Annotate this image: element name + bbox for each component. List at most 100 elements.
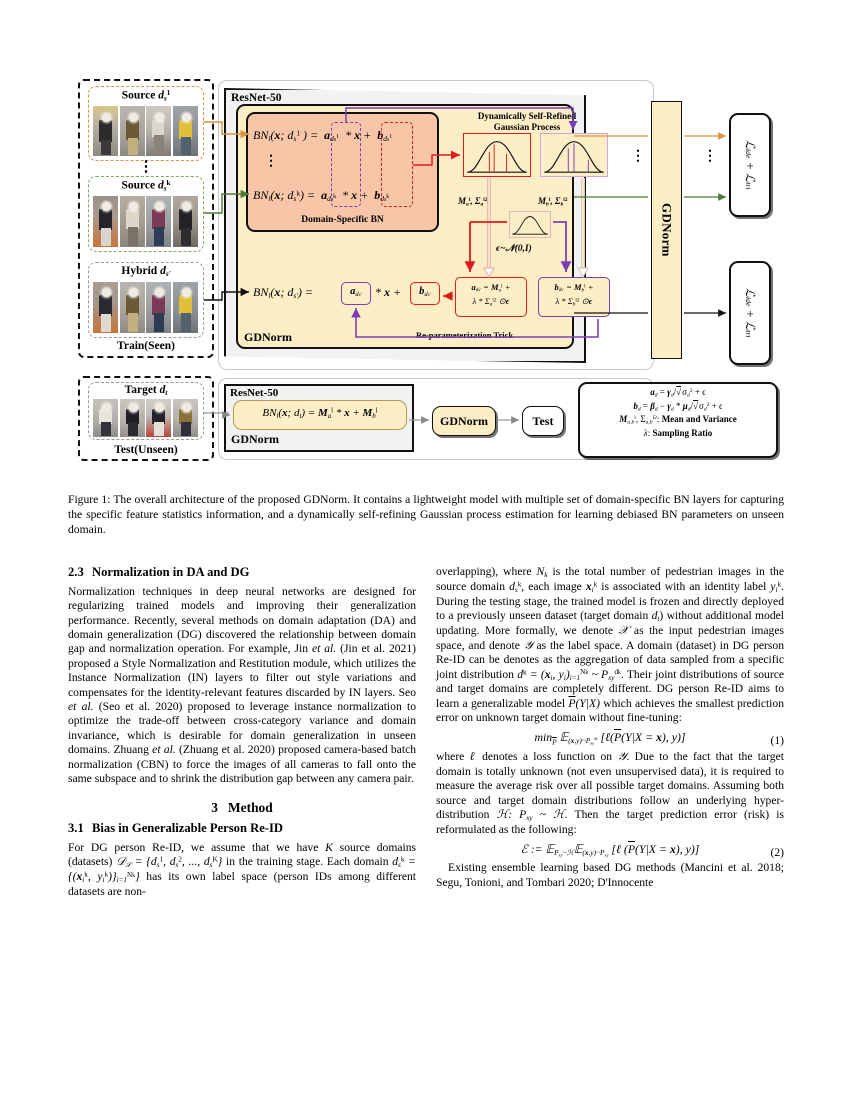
para-lr-ell: ℓ bbox=[469, 750, 477, 764]
reparameterization-trick-label: Re-parameterization Trick bbox=[416, 330, 514, 340]
hybrid-shift-param-text: bds' bbox=[419, 286, 431, 298]
right-column: overlapping), where Nk is the total numb… bbox=[436, 565, 784, 1025]
para-ov-g: as the input pedestrian images space, an… bbox=[436, 624, 784, 652]
gaussian-distribution-b bbox=[540, 133, 608, 177]
equation-1-body: minP 𝔼(x,y)~Pxydt [ℓ(P(Y|X = x), y)] bbox=[534, 729, 686, 747]
para-ov-dsk: dsk bbox=[509, 579, 522, 594]
para-ov-Y: 𝒴 bbox=[523, 638, 533, 652]
para-lr-c: . Due to the fact that the target domain… bbox=[436, 750, 784, 822]
hybrid-shift-param-box bbox=[410, 282, 440, 305]
section-number-3-1: 3.1 bbox=[68, 821, 84, 836]
para-dg-b: source domains (datasets) bbox=[68, 840, 417, 869]
domain-specific-bn-label: Domain-Specific BN bbox=[301, 215, 384, 225]
shift-params-highlight bbox=[381, 122, 413, 207]
gdnorm-output-ellipsis: ⋮ bbox=[703, 149, 717, 164]
para-ov-f: ) without additional model updating. Mor… bbox=[436, 609, 784, 638]
para-ov-model: P bbox=[568, 696, 576, 710]
test-gdnorm-inline-label: GDNorm bbox=[231, 432, 279, 446]
test-gdnorm-box bbox=[432, 406, 496, 436]
para-lr-Y: 𝒴 bbox=[617, 750, 627, 764]
para-ov-e: . During the testing stage, the trained … bbox=[436, 579, 784, 623]
equations-ellipsis: ⋮ bbox=[264, 154, 278, 169]
equation-2: ℰ := 𝔼Pxy~ℋ𝔼(x,y)~Pxy [ℓ (P(Y|X = x), y)… bbox=[436, 841, 784, 859]
gp-title-line-1: Dynamically Self-Refined bbox=[477, 111, 577, 121]
para-ov-a: overlapping), where bbox=[436, 565, 537, 578]
paragraph-dg-reid: For DG person Re-ID, we assume that we h… bbox=[68, 841, 416, 900]
para-dg-d: has its own label space (person IDs amon… bbox=[68, 870, 416, 899]
para-norm-italic-2: et al. bbox=[68, 700, 94, 714]
test-resnet50-title: ResNet-50 bbox=[230, 387, 279, 399]
para-dg-a: For DG person Re-ID, we assume that we h… bbox=[68, 840, 326, 854]
paragraph-ensemble: Existing ensemble learning based DG meth… bbox=[436, 861, 784, 890]
gaussian-distribution-a bbox=[463, 133, 531, 177]
paragraph-overlapping: overlapping), where Nk is the total numb… bbox=[436, 565, 784, 726]
train-gdnorm-label: GDNorm bbox=[244, 330, 292, 344]
domain-specific-bn-box bbox=[246, 112, 439, 232]
figure-caption-text: The overall architecture of the proposed… bbox=[68, 493, 784, 537]
test-gdnorm-box-label: GDNorm bbox=[440, 413, 488, 428]
hybrid-domain-thumbnails bbox=[93, 282, 198, 333]
loss-box-bottom bbox=[729, 261, 771, 365]
gdnorm-vertical-bar bbox=[651, 101, 682, 359]
gdnorm-input-ellipsis: ⋮ bbox=[631, 149, 645, 164]
para-norm-c: (Seo et al. 2020) proposed to leverage i… bbox=[68, 700, 417, 757]
stat-label-b: Mbl, Σbl2 bbox=[538, 196, 568, 208]
reparameterized-b-equation: bds' = Mbl + λ * Σbl2 ⊙ϵ bbox=[554, 282, 594, 308]
stat-label-a: Mal, Σal2 bbox=[458, 196, 488, 208]
section-number-3: 3 bbox=[211, 799, 218, 815]
train-resnet50-title: ResNet-50 bbox=[231, 92, 282, 104]
para-ov-c: , each image bbox=[521, 579, 586, 593]
para-ensemble-text: Existing ensemble learning based DG meth… bbox=[436, 861, 784, 889]
legend-box bbox=[578, 382, 778, 458]
hybrid-scale-param-text: ads' bbox=[350, 286, 362, 298]
para-lr-b: denotes a loss function on bbox=[476, 750, 618, 764]
source-domain-1-title: Source ds1 bbox=[121, 89, 171, 103]
scale-params-highlight bbox=[331, 122, 361, 207]
section-heading-3: 3 Method bbox=[68, 800, 416, 817]
legend-line-1: ad = γd/√σd2 + ϵ bbox=[650, 387, 706, 399]
loss-box-top bbox=[729, 113, 771, 217]
source-domains-ellipsis: ⋮ bbox=[138, 159, 154, 175]
loss-box-bottom-label: ℒide + ℒtri bbox=[743, 288, 757, 338]
test-output-label: Test bbox=[532, 413, 554, 428]
para-dg-c: in the training stage. Each domain bbox=[222, 855, 393, 869]
paragraph-normalization: Normalization techniques in deep neural … bbox=[68, 585, 416, 787]
figure-caption: Figure 1: The overall architecture of th… bbox=[68, 492, 784, 537]
para-ov-yik: yik bbox=[770, 579, 782, 594]
para-norm-italic-1: et al. bbox=[311, 642, 337, 656]
loss-box-top-label: ℒide + ℒtri bbox=[743, 140, 757, 190]
para-ov-math: dk = (xi, yi)i=1Nk ~ Pxydk bbox=[517, 667, 621, 682]
equation-1: minP 𝔼(x,y)~Pxydt [ℓ(P(Y|X = x), y)] (1) bbox=[436, 730, 784, 747]
reparameterized-a-equation: ads' = Mal + λ * Σal2 ⊙ϵ bbox=[471, 282, 511, 308]
equation-2-body: ℰ := 𝔼Pxy~ℋ𝔼(x,y)~Pxy [ℓ (P(Y|X = x), y)… bbox=[520, 841, 700, 857]
source-domain-k-title: Source dsk bbox=[121, 179, 171, 193]
test-output-box bbox=[522, 406, 564, 436]
equation-1-number: (1) bbox=[770, 733, 784, 747]
figure-1-architecture-diagram: Train(Seen) Source ds1 bbox=[0, 0, 850, 480]
para-dg-math-1: 𝒟𝒮 = {ds1, ds2, ..., dsK} bbox=[116, 855, 223, 870]
legend-content: ad = γd/√σd2 + ϵ bd = βd − γd * μd/√σd2 … bbox=[578, 386, 778, 440]
para-lr-d: . Then the target prediction error (risk… bbox=[436, 808, 784, 837]
source-domain-1-thumbnails bbox=[93, 106, 198, 156]
epsilon-noise-distribution bbox=[509, 211, 551, 238]
paragraph-loss-risk: where ℓ denotes a loss function on 𝒴. Du… bbox=[436, 750, 784, 837]
test-unseen-label: Test(Unseen) bbox=[114, 444, 178, 456]
para-ov-i: . Their joint distributions of source an… bbox=[436, 667, 785, 710]
para-ov-b: is the total number of pedestrian images… bbox=[436, 565, 784, 593]
para-ov-Nk: Nk bbox=[536, 565, 548, 579]
train-seen-label: Train(Seen) bbox=[117, 340, 175, 352]
target-domain-title: Target dt bbox=[124, 384, 168, 397]
source-domain-k-thumbnails bbox=[93, 196, 198, 247]
equation-hybrid-domain: BNl(x; ds') = bbox=[253, 285, 314, 301]
gaussian-process-title: Dynamically Self-Refined Gaussian Proces… bbox=[452, 111, 602, 134]
hybrid-domain-title: Hybrid ds' bbox=[121, 265, 171, 278]
para-lr-a: where bbox=[436, 750, 470, 764]
epsilon-noise-label: ϵ~𝒩(0,I) bbox=[496, 244, 532, 254]
legend-line-2: bd = βd − γd * μd/√σd2 + ϵ bbox=[633, 400, 723, 413]
gp-title-line-2: Gaussian Process bbox=[493, 122, 561, 133]
para-dg-K: K bbox=[325, 840, 333, 854]
